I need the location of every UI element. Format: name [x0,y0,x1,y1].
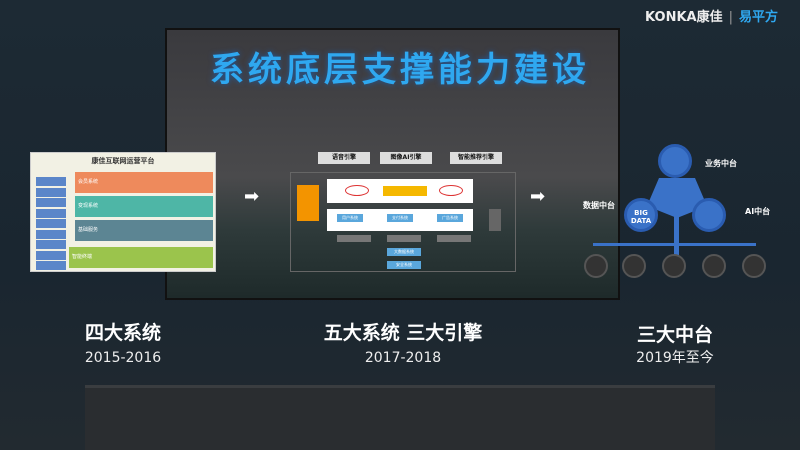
app-icon [662,254,686,278]
partner-logo: 易平方 [738,10,778,25]
app-icon [702,254,726,278]
ad-system: 广告系统 [437,214,463,222]
platform-diagram: 康佳互联网运营平台 会员系统 变现系统 基础服务 智能终端 [30,152,216,272]
bigdata-system: 大数据系统 [387,248,421,256]
slide-title: 系统底层支撑能力建设 [210,50,590,90]
orange-box [297,185,319,221]
arrow-right-icon: ➡ [244,186,260,207]
app-icon [742,254,766,278]
app-icon [622,254,646,278]
label-data: 数据中台 [583,201,615,210]
ai-chip-icon [692,198,726,232]
pay-system: 支付系统 [387,214,413,222]
row-base: 基础服务 [75,220,213,241]
label-ai: AI中台 [745,207,771,216]
stage2-heading: 五大系统 三大引擎 [323,322,483,344]
side-list [36,177,66,272]
arrow-right-icon: ➡ [530,186,546,207]
tv-stand [85,385,715,450]
security-system: 安全系统 [387,261,421,269]
big-data-icon: BIG DATA [624,198,658,232]
row-terminal: 智能终端 [69,247,213,268]
stage3-years: 2019年至今 [636,350,714,366]
user-system: 用户系统 [337,214,363,222]
row-member: 会员系统 [75,172,213,193]
diagram-title: 康佳互联网运营平台 [91,157,155,165]
row-monetize: 变现系统 [75,196,213,217]
middle-platforms-diagram: BIG DATA 业务中台 数据中台 AI中台 [570,140,790,285]
stage3-heading: 三大中台 [636,324,713,346]
stage1-years: 2015-2016 [84,350,162,366]
label-business: 业务中台 [705,159,737,168]
engine-voice: 语音引擎 [318,152,370,164]
app-icon [584,254,608,278]
engine-recommend: 智能推荐引擎 [450,152,502,164]
stage1-heading: 四大系统 [84,322,161,344]
brand-logos: KONKA康佳|易平方 [645,10,778,25]
systems-diagram: 用户系统 支付系统 广告系统 大数据系统 安全系统 [290,172,516,272]
business-platform-icon [658,144,692,178]
engine-image-ai: 图像AI引擎 [380,152,432,164]
stage2-years: 2017-2018 [364,350,442,366]
top-box [327,179,473,203]
konka-logo: KONKA康佳 [645,10,723,25]
mid-box: 用户系统 支付系统 广告系统 [327,209,473,231]
